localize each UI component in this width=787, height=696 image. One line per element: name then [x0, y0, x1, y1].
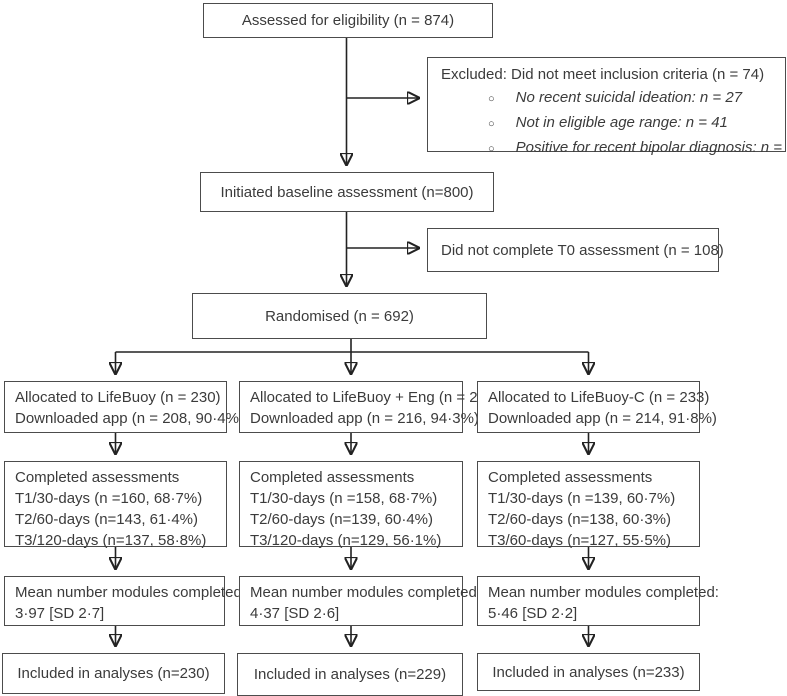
arm1-completed-t3: T3/120-days (n=137, 58·8%): [15, 532, 207, 549]
arm2-completed-t1: T1/30-days (n =158, 68·7%): [250, 490, 438, 507]
arm3-allocated-line2: Downloaded app (n = 214, 91·8%): [488, 410, 717, 427]
arm2-modules-line1: Mean number modules completed:: [250, 584, 481, 601]
excluded-bullet-row: ○ Positive for recent bipolar diagnosis:…: [428, 136, 787, 161]
arm2-included-box: Included in analyses (n=229): [237, 653, 463, 696]
arm2-completed-box: Completed assessments T1/30-days (n =158…: [239, 461, 463, 549]
arm3-completed-t2: T2/60-days (n=138, 60·3%): [488, 511, 672, 528]
excluded-bullet-text: No recent suicidal ideation: n = 27: [515, 89, 743, 106]
excluded-title: Excluded: Did not meet inclusion criteri…: [441, 66, 765, 83]
arm1-completed-box: Completed assessments T1/30-days (n =160…: [4, 461, 227, 549]
randomised-label: Randomised (n = 692): [265, 307, 414, 325]
arm1-completed-t2: T2/60-days (n=143, 61·4%): [15, 511, 199, 528]
arm2-modules-box: Mean number modules completed: 4·37 [SD …: [239, 576, 481, 626]
arm1-allocated-line1: Allocated to LifeBuoy (n = 230): [15, 389, 221, 406]
arm2-included-label: Included in analyses (n=229): [253, 666, 447, 683]
arm2-allocated-box: Allocated to LifeBuoy + Eng (n = 229) Do…: [239, 381, 500, 433]
arm3-modules-line1: Mean number modules completed:: [488, 584, 719, 601]
arm2-completed-title: Completed assessments: [250, 469, 415, 486]
arm1-completed-t1: T1/30-days (n =160, 68·7%): [15, 490, 203, 507]
arm1-modules-line2: 3·97 [SD 2·7]: [15, 605, 105, 622]
bullet-circle-icon: ○: [488, 143, 495, 155]
assessed-eligibility-label: Assessed for eligibility (n = 874): [241, 12, 455, 29]
baseline-assessment-box: Initiated baseline assessment (n=800): [200, 172, 494, 212]
arm3-completed-t1: T1/30-days (n =139, 60·7%): [488, 490, 676, 507]
excluded-bullet-text: Positive for recent bipolar diagnosis: n…: [515, 139, 787, 156]
excluded-box: Excluded: Did not meet inclusion criteri…: [427, 57, 787, 156]
t0-dropout-label: Did not complete T0 assessment (n = 108): [441, 241, 724, 259]
arm3-allocated-line1: Allocated to LifeBuoy-C (n = 233): [488, 389, 710, 406]
arm1-completed-title: Completed assessments: [15, 469, 180, 486]
arm2-allocated-line1: Allocated to LifeBuoy + Eng (n = 229): [250, 389, 500, 406]
arm3-completed-title: Completed assessments: [488, 469, 653, 486]
excluded-bullet-text: Not in eligible age range: n = 41: [515, 114, 728, 131]
arm1-included-box: Included in analyses (n=230): [2, 653, 225, 694]
arm2-modules-line2: 4·37 [SD 2·6]: [250, 605, 340, 622]
arm2-completed-t2: T2/60-days (n=139, 60·4%): [250, 511, 434, 528]
arm3-included-box: Included in analyses (n=233): [477, 653, 700, 691]
excluded-bullet-row: ○ Not in eligible age range: n = 41: [428, 111, 785, 136]
arm2-allocated-line2: Downloaded app (n = 216, 94·3%): [250, 410, 479, 427]
bullet-circle-icon: ○: [488, 118, 495, 130]
arm3-modules-box: Mean number modules completed: 5·46 [SD …: [477, 576, 719, 626]
arm3-included-label: Included in analyses (n=233): [492, 663, 685, 681]
arm1-allocated-box: Allocated to LifeBuoy (n = 230) Download…: [4, 381, 244, 433]
baseline-assessment-label: Initiated baseline assessment (n=800): [220, 183, 474, 201]
arm3-modules-line2: 5·46 [SD 2·2]: [488, 605, 578, 622]
arm3-allocated-box: Allocated to LifeBuoy-C (n = 233) Downlo…: [477, 381, 717, 433]
arm2-completed-t3: T3/120-days (n=129, 56·1%): [250, 532, 442, 549]
arm3-completed-box: Completed assessments T1/30-days (n =139…: [477, 461, 700, 549]
assessed-eligibility-box: Assessed for eligibility (n = 874): [203, 3, 493, 38]
t0-dropout-box: Did not complete T0 assessment (n = 108): [427, 228, 724, 272]
bullet-circle-icon: ○: [488, 93, 495, 105]
arm1-allocated-line2: Downloaded app (n = 208, 90·4%): [15, 410, 244, 427]
arm3-completed-t3: T3/60-days (n=127, 55·5%): [488, 532, 672, 549]
arm1-included-label: Included in analyses (n=230): [17, 665, 210, 682]
arm1-modules-line1: Mean number modules completed:: [15, 584, 246, 601]
arm1-modules-box: Mean number modules completed: 3·97 [SD …: [4, 576, 246, 626]
excluded-bullet-row: ○ No recent suicidal ideation: n = 27: [428, 86, 785, 111]
randomised-box: Randomised (n = 692): [192, 293, 487, 339]
